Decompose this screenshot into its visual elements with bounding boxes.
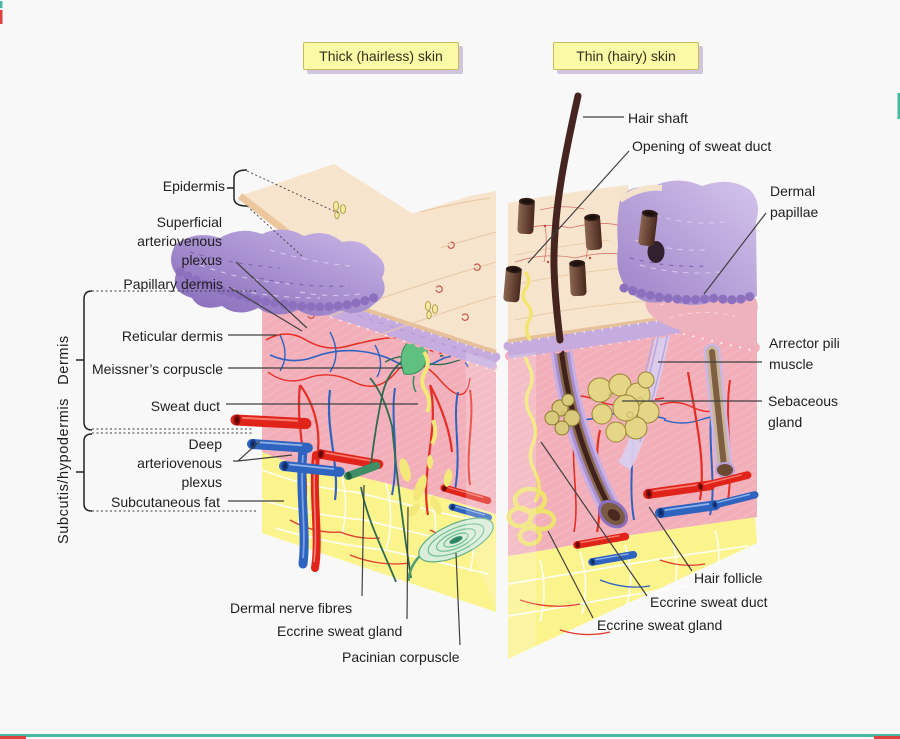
eccrine-sweat-gland-left (399, 455, 453, 517)
papillary-layer-right (507, 321, 681, 359)
nerve-cut-end (344, 461, 381, 480)
label-opening-of-sweat-duct: Opening of sweat duct (632, 138, 772, 154)
pacinian-corpuscle (407, 517, 494, 581)
label-dermal-papillae: Dermal papillae (770, 183, 819, 220)
right-block-illustration (503, 92, 762, 659)
label-hair-shaft: Hair shaft (628, 110, 688, 126)
label-subcutaneous-fat: Subcutaneous fat (111, 494, 220, 510)
label-hair-follicle: Hair follicle (694, 570, 763, 586)
bracket-subcutis (76, 433, 93, 512)
eccrine-sweat-gland-right (506, 486, 557, 547)
label-reticular-dermis: Reticular dermis (121, 328, 223, 344)
label-pacinian-corpuscle: Pacinian corpuscle (342, 649, 460, 665)
opening-of-sweat-duct-path (521, 270, 533, 341)
dotted-guide-lines (92, 170, 339, 512)
bracket-dermis (76, 290, 93, 431)
thick-skin-title: Thick (hairless) skin (303, 42, 459, 70)
hair-follicle-main (549, 327, 628, 529)
sebaceous-gland (587, 371, 660, 443)
label-meissners-corpuscle: Meissner’s corpuscle (92, 361, 223, 377)
label-superficial-arteriovenous-plexus: Superficial arteriovenous plexus (137, 214, 222, 268)
label-dermal-nerve-fibres: Dermal nerve fibres (230, 600, 353, 616)
epidermis-surface-right (508, 185, 680, 339)
leader-lines (226, 116, 767, 646)
label-subcutis-hypodermis-vertical: Subcutis/hypodermis (56, 398, 72, 544)
hair-follicle-secondary (703, 343, 735, 478)
thin-skin-title: Thin (hairy) skin (553, 42, 699, 70)
label-epidermis: Epidermis (162, 178, 225, 194)
label-eccrine-sweat-gland-left: Eccrine sweat gland (277, 623, 403, 639)
epidermis-flap-right (617, 180, 760, 305)
eccrine-sweat-duct-path (524, 345, 541, 503)
sweat-duct-left (420, 350, 438, 445)
hair-shaft-path (550, 92, 582, 344)
label-arrector-pili-muscle: Arrector pili muscle (769, 335, 840, 372)
label-papillary-dermis: Papillary dermis (123, 276, 223, 292)
label-dermis-vertical: Dermis (56, 335, 72, 385)
label-deep-arteriovenous-plexus: Deep arteriovenous plexus (137, 436, 222, 490)
label-sebaceous-gland: Sebaceous gland (768, 393, 839, 430)
label-eccrine-sweat-duct: Eccrine sweat duct (650, 594, 768, 610)
label-sweat-duct: Sweat duct (150, 398, 220, 414)
bracket-epidermis (227, 169, 248, 207)
epidermis-flap-left (171, 164, 454, 316)
sebaceous-gland-small (544, 393, 581, 436)
label-eccrine-sweat-gland-right: Eccrine sweat gland (597, 617, 723, 633)
